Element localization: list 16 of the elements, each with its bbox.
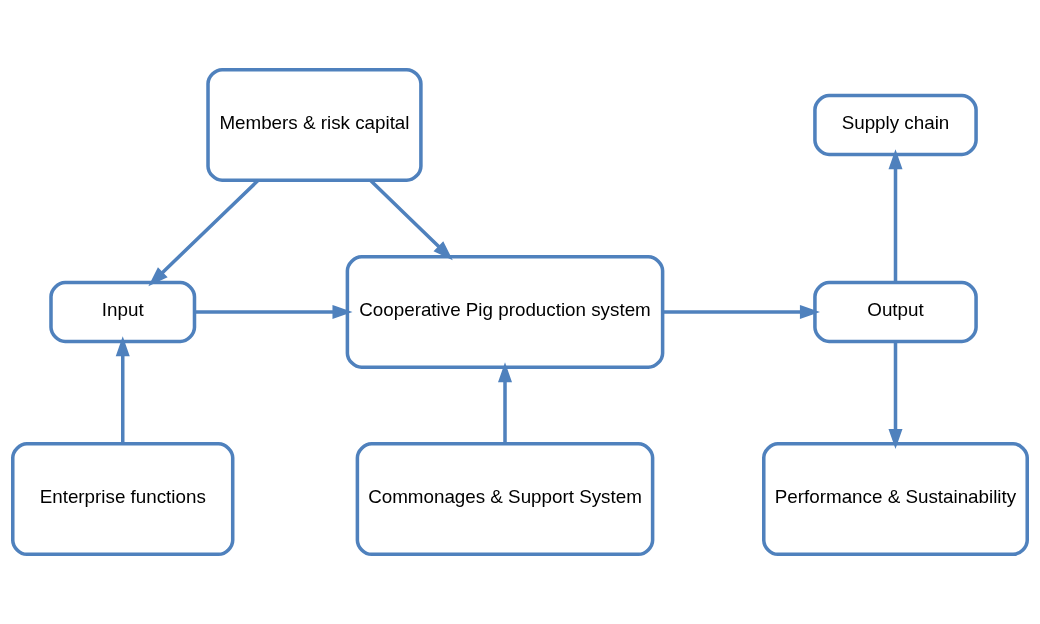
node-box: Commonages & Support System	[355, 441, 655, 557]
arrow	[498, 362, 512, 444]
arrow	[194, 305, 353, 319]
node-box: Output	[813, 280, 978, 344]
arrow	[662, 305, 820, 319]
arrow	[888, 149, 903, 283]
node-box: Input	[49, 280, 197, 344]
arrow	[148, 179, 260, 287]
node-box: Cooperative Pig production system	[345, 254, 665, 370]
node-box: Performance & Sustainability	[762, 441, 1029, 557]
node-box: Enterprise functions	[11, 441, 235, 557]
arrow	[115, 336, 130, 444]
node-box: Supply chain	[813, 93, 978, 157]
node-box: Members & risk capital	[206, 67, 423, 183]
arrow	[369, 179, 453, 261]
arrow	[888, 341, 903, 450]
